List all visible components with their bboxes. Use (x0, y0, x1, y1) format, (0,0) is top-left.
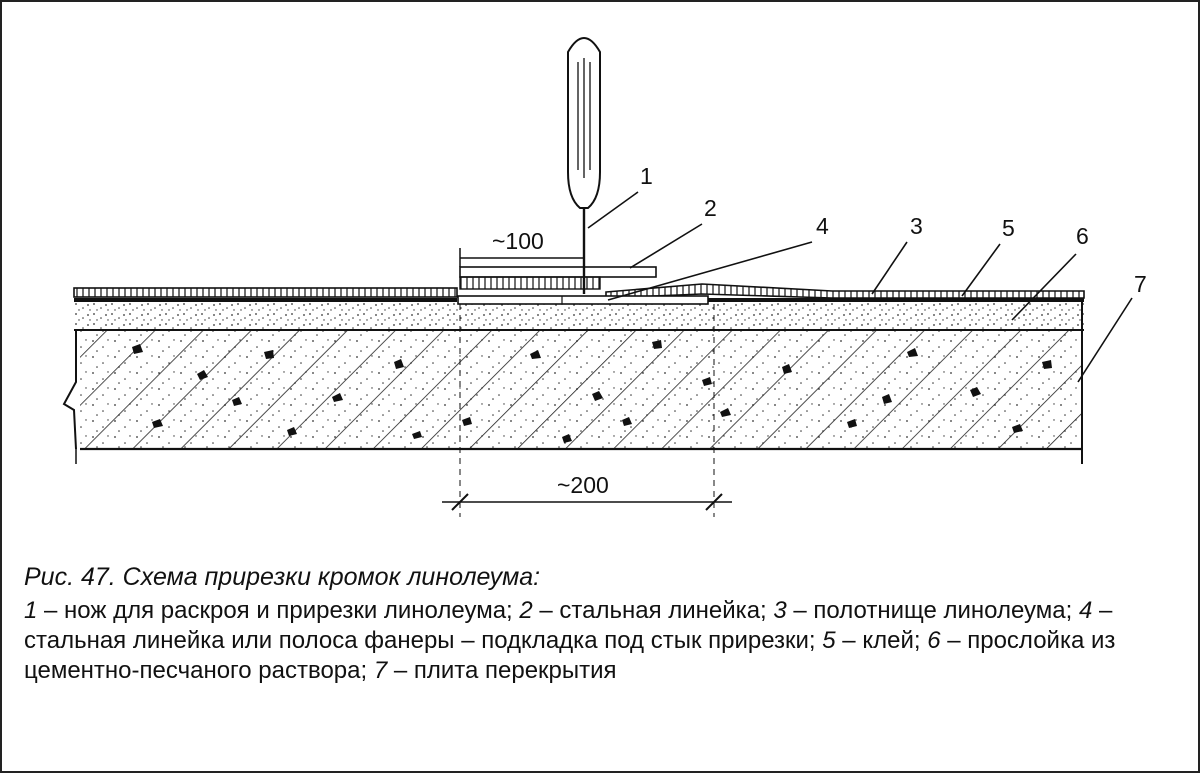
legend-text-6: – прослойка из цементно-песчаного раство… (24, 627, 1116, 684)
legend-num-2: 2 (519, 597, 533, 624)
legend-num-4: 4 (1078, 597, 1093, 624)
callout-leaders (587, 191, 1133, 383)
legend-num-5: 5 (822, 627, 836, 654)
knife (567, 37, 601, 294)
legend-num-7: 7 (373, 657, 388, 684)
linoleum-left-sheet (73, 287, 458, 298)
legend-text-5: – клей; (835, 627, 928, 654)
legend-num-3: 3 (773, 597, 787, 624)
caption-legend: 1 – нож для раскроя и прирезки линолеума… (24, 596, 1184, 686)
caption-title: Рис. 47. Схема прирезки кромок линолеума… (24, 563, 541, 591)
dimension-ruler-width: ~100 (459, 228, 584, 267)
legend-num-1: 1 (24, 597, 38, 624)
legend-text-7: – плита перекрытия (387, 657, 617, 684)
dimension-label-100: ~100 (492, 228, 544, 254)
legend-num-6: 6 (927, 627, 941, 654)
mortar-layer (74, 303, 1084, 331)
floor-slab (62, 302, 1083, 464)
figure-caption: Рис. 47. Схема прирезки кромок линолеума… (24, 562, 1184, 686)
callout-3: 3 (910, 213, 923, 239)
steel-ruler (459, 266, 657, 290)
cutting-diagram: ~100 ~200 1 2 4 3 5 6 7 (62, 37, 1147, 517)
dimension-cut-zone: ~200 (442, 304, 732, 517)
callout-6: 6 (1076, 223, 1089, 249)
callout-2: 2 (704, 195, 717, 221)
legend-text-4: – стальная линейка или полоса фанеры – п… (24, 597, 1113, 654)
underlay-strip (457, 295, 709, 305)
dimension-label-200: ~200 (557, 472, 609, 498)
legend-text-2: – стальная линейка; (532, 597, 774, 624)
callout-4: 4 (816, 213, 829, 239)
callout-1: 1 (640, 163, 653, 189)
callout-5: 5 (1002, 215, 1015, 241)
legend-text-1: – нож для раскроя и прирезки линолеума; (37, 597, 520, 624)
legend-text-3: – полотнище линолеума; (786, 597, 1079, 624)
callout-7: 7 (1134, 271, 1147, 297)
